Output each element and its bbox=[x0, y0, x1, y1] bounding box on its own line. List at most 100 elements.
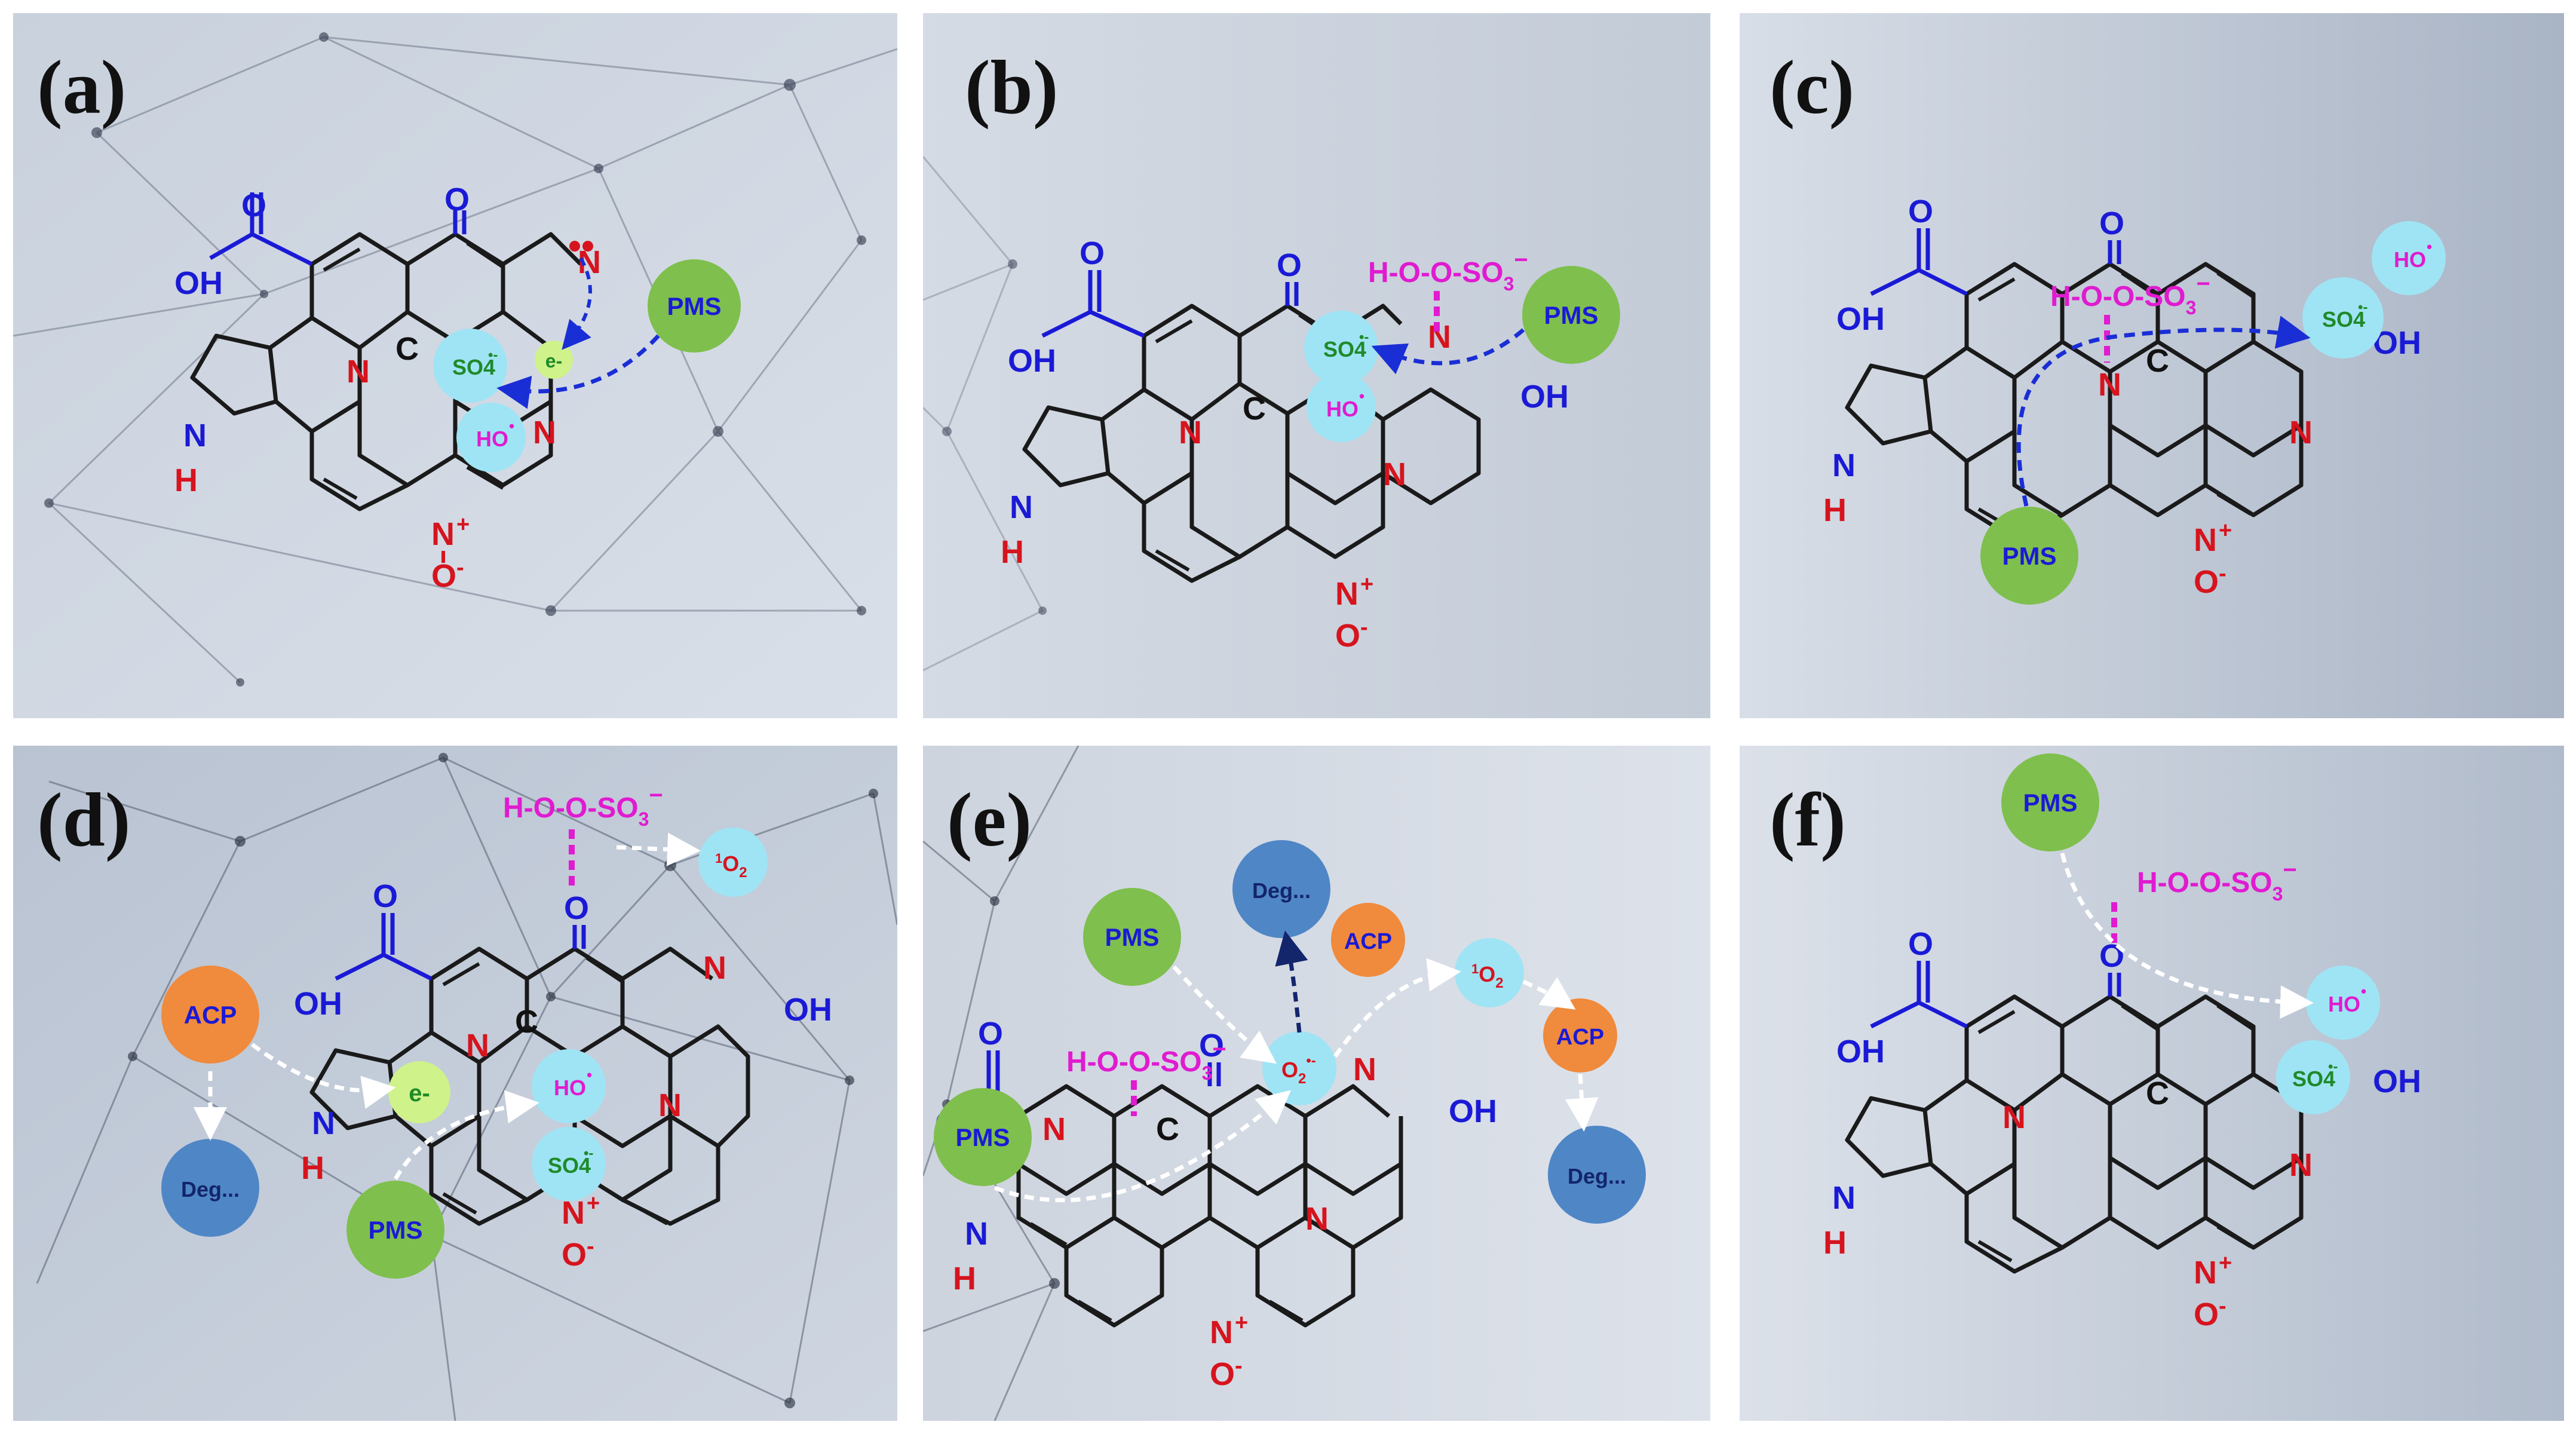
singlet-oxygen-label: 1O2 bbox=[1471, 961, 1504, 991]
acp-label: ACP bbox=[1556, 1025, 1604, 1050]
plus-charge: + bbox=[1235, 1310, 1248, 1335]
electron-bubble bbox=[388, 1061, 450, 1123]
degradation-label: Deg... bbox=[1568, 1164, 1626, 1188]
sulfate-sup: •- bbox=[2328, 1059, 2338, 1075]
plus-charge: + bbox=[2219, 518, 2232, 543]
minus-charge: - bbox=[2219, 1294, 2227, 1319]
acid-hydroxyl: OH bbox=[294, 986, 342, 1022]
graphitic-nitrogen: N bbox=[2098, 367, 2121, 403]
lower-nitrogen: N bbox=[2289, 415, 2313, 451]
panel-d: (d) O OH O N H N C N N OH N + O - H-O-O-… bbox=[13, 746, 897, 1421]
pyrrole-nitrogen: N bbox=[1832, 1180, 1856, 1216]
acp-label: ACP bbox=[184, 1001, 237, 1029]
minus-charge: - bbox=[1235, 1353, 1243, 1378]
plus-charge: + bbox=[456, 512, 470, 537]
lower-nitrogen: N bbox=[1305, 1201, 1329, 1237]
ketone-oxygen: O bbox=[2099, 938, 2124, 974]
right-hydroxyl: OH bbox=[1520, 379, 1569, 415]
pms-label: PMS bbox=[667, 292, 721, 320]
hydroxyl-sup: • bbox=[509, 417, 514, 435]
acid-hydroxyl: OH bbox=[1836, 1034, 1885, 1070]
acid-carbonyl-oxygen: O bbox=[241, 188, 266, 223]
acid-carbonyl-oxygen: O bbox=[1908, 926, 1933, 962]
pyrrole-hydrogen: H bbox=[1823, 492, 1847, 528]
panel-b: (b) O OH O N H N C N N OH N + O - H-O-O-… bbox=[923, 13, 1710, 718]
oxide-nitrogen: N bbox=[1335, 576, 1358, 612]
acid-hydroxyl: OH bbox=[1836, 301, 1885, 337]
lower-nitrogen: N bbox=[2289, 1147, 2313, 1183]
active-carbon: C bbox=[2146, 1076, 2169, 1111]
minus-charge: - bbox=[2219, 561, 2227, 586]
ketone-oxygen: O bbox=[564, 890, 589, 926]
carbon-skeleton bbox=[190, 232, 582, 511]
panel-c: (c) O OH O N H N C N OH N + O - H-O-O-SO… bbox=[1740, 13, 2564, 718]
pms-bubble bbox=[1522, 266, 1620, 364]
acp-bubble-center bbox=[1331, 903, 1405, 977]
hydroxyl-sup: • bbox=[2427, 238, 2432, 256]
sulfate-label: SO4 bbox=[452, 355, 495, 379]
acp-bubble-right bbox=[1543, 998, 1617, 1073]
superoxide-singlet-arrow bbox=[1333, 958, 1461, 1058]
pyrrole-nitrogen: N bbox=[312, 1105, 335, 1141]
acid-carbonyl-oxygen: O bbox=[978, 1016, 1003, 1052]
hydroxyl-radical-bubble bbox=[2372, 221, 2446, 295]
acid-carbonyl-oxygen: O bbox=[1908, 194, 1933, 229]
sulfate-label: SO4 bbox=[2292, 1067, 2335, 1091]
hydroxyl-radical-bubble bbox=[456, 403, 526, 472]
acid-hydroxyl: OH bbox=[174, 265, 223, 301]
graphitic-nitrogen: N bbox=[346, 354, 370, 390]
pyrrole-hydrogen: H bbox=[301, 1150, 324, 1186]
sulfate-sup: •- bbox=[2358, 299, 2368, 315]
pyrrole-nitrogen: N bbox=[1832, 448, 1856, 483]
peroxymonosulfate-formula: H-O-O-SO3− bbox=[503, 782, 663, 830]
pms-to-sulfate-arrow bbox=[2016, 315, 2311, 507]
minus-charge: - bbox=[1360, 615, 1368, 640]
lone-pair-dot bbox=[569, 241, 580, 252]
sulfate-radical-bubble bbox=[433, 329, 507, 403]
acid-carbonyl-oxygen: O bbox=[373, 878, 398, 914]
degradation-label: Deg... bbox=[1252, 878, 1311, 903]
hydroxyl-sup: • bbox=[587, 1066, 592, 1084]
pyrrole-hydrogen: H bbox=[953, 1261, 976, 1297]
active-carbon: C bbox=[515, 1004, 538, 1040]
pms-to-sulfate-arrow bbox=[1371, 328, 1525, 375]
hydroxyl-label: HO bbox=[554, 1076, 586, 1100]
superoxide-radical-bubble bbox=[1262, 1031, 1336, 1105]
peroxymonosulfate-formula: H-O-O-SO3− bbox=[2050, 271, 2210, 318]
sulfate-label: SO4 bbox=[1323, 337, 1366, 361]
pyridinic-nitrogen: N bbox=[1353, 1052, 1376, 1087]
electron-bubble bbox=[535, 341, 573, 379]
hydroxyl-radical-bubble bbox=[532, 1049, 606, 1123]
oxide-oxygen: O bbox=[1335, 618, 1360, 654]
pyrrole-hydrogen: H bbox=[1001, 534, 1024, 570]
minus-charge: - bbox=[456, 555, 464, 580]
oxide-oxygen: O bbox=[431, 558, 456, 594]
sulfate-radical-bubble bbox=[1304, 311, 1378, 385]
pms-bubble bbox=[648, 259, 741, 353]
sulfate-radical-bubble bbox=[2302, 277, 2384, 358]
ketone-oxygen: O bbox=[1199, 1028, 1224, 1064]
hydroxyl-label: HO bbox=[476, 427, 508, 451]
lone-pair-dot bbox=[582, 241, 593, 252]
minus-charge: - bbox=[587, 1234, 594, 1259]
superoxide-label: O2•- bbox=[1281, 1053, 1316, 1087]
pyrrole-nitrogen: N bbox=[183, 418, 207, 454]
sulfate-sup: •- bbox=[488, 347, 498, 363]
singlet-oxygen-arrow bbox=[616, 832, 701, 866]
molecule-structure: O OH O N H N C N OH N + O - H-O-O-SO3− H… bbox=[1823, 194, 2446, 605]
graphitic-nitrogen: N bbox=[1179, 415, 1202, 451]
electron-transfer-arrow bbox=[562, 257, 592, 350]
hydroxyl-label: HO bbox=[2394, 247, 2426, 272]
ketone-oxygen: O bbox=[1277, 247, 1302, 283]
pyrrole-hydrogen: H bbox=[1823, 1225, 1847, 1261]
singlet-oxygen-label: 1O2 bbox=[715, 851, 747, 881]
sulfate-label: SO4 bbox=[2322, 307, 2365, 332]
singlet-oxygen-bubble bbox=[1455, 938, 1524, 1007]
pms-to-sulfate-arrow bbox=[496, 334, 660, 409]
pms-radical-arrow bbox=[393, 1090, 539, 1180]
pms-bubble-top bbox=[1083, 888, 1181, 986]
molecule-structure: O OH O N H N C N N OH N + O - H-O-O-SO3−… bbox=[934, 840, 1646, 1392]
singlet-oxygen-bubble bbox=[698, 828, 768, 897]
ketone-oxygen: O bbox=[2099, 206, 2124, 241]
lower-nitrogen: N bbox=[533, 415, 556, 451]
